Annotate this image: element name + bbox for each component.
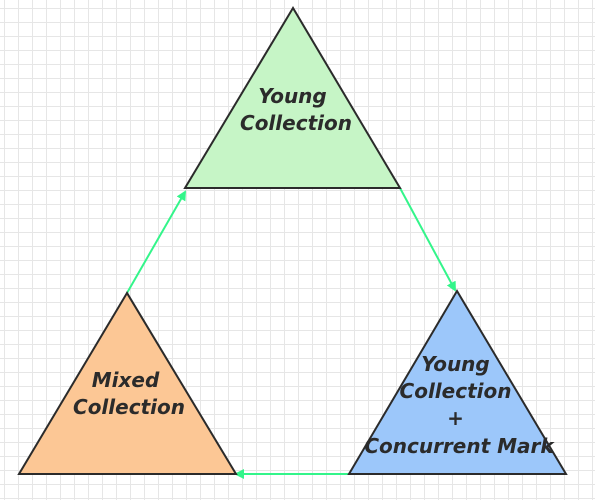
mixed-collection-label-line: Collection: [73, 395, 185, 419]
young-collection-label: Young Collection: [240, 84, 352, 135]
mixed-collection-triangle[interactable]: [17, 291, 238, 475]
concurrent-label-line: Young: [421, 352, 489, 376]
concurrent-label-line: Collection: [400, 379, 512, 403]
concurrent-label-line: Concurrent Mark: [364, 434, 555, 458]
mixed-collection-label: Mixed Collection: [73, 368, 185, 419]
young-collection-label-line: Collection: [240, 111, 352, 135]
young-collection-concurrent-mark-triangle[interactable]: [347, 289, 568, 475]
young-collection-concurrent-mark-label: Young Collection + Concurrent Mark: [364, 352, 555, 458]
mixed-collection-label-line: Mixed: [92, 368, 160, 392]
edge-young-to-concurrent: [399, 187, 456, 292]
concurrent-label-line: +: [447, 406, 464, 430]
edge-mixed-to-young: [126, 190, 186, 294]
edges: [126, 187, 456, 479]
young-collection-label-line: Young: [258, 84, 326, 108]
young-collection-triangle[interactable]: [183, 6, 402, 189]
